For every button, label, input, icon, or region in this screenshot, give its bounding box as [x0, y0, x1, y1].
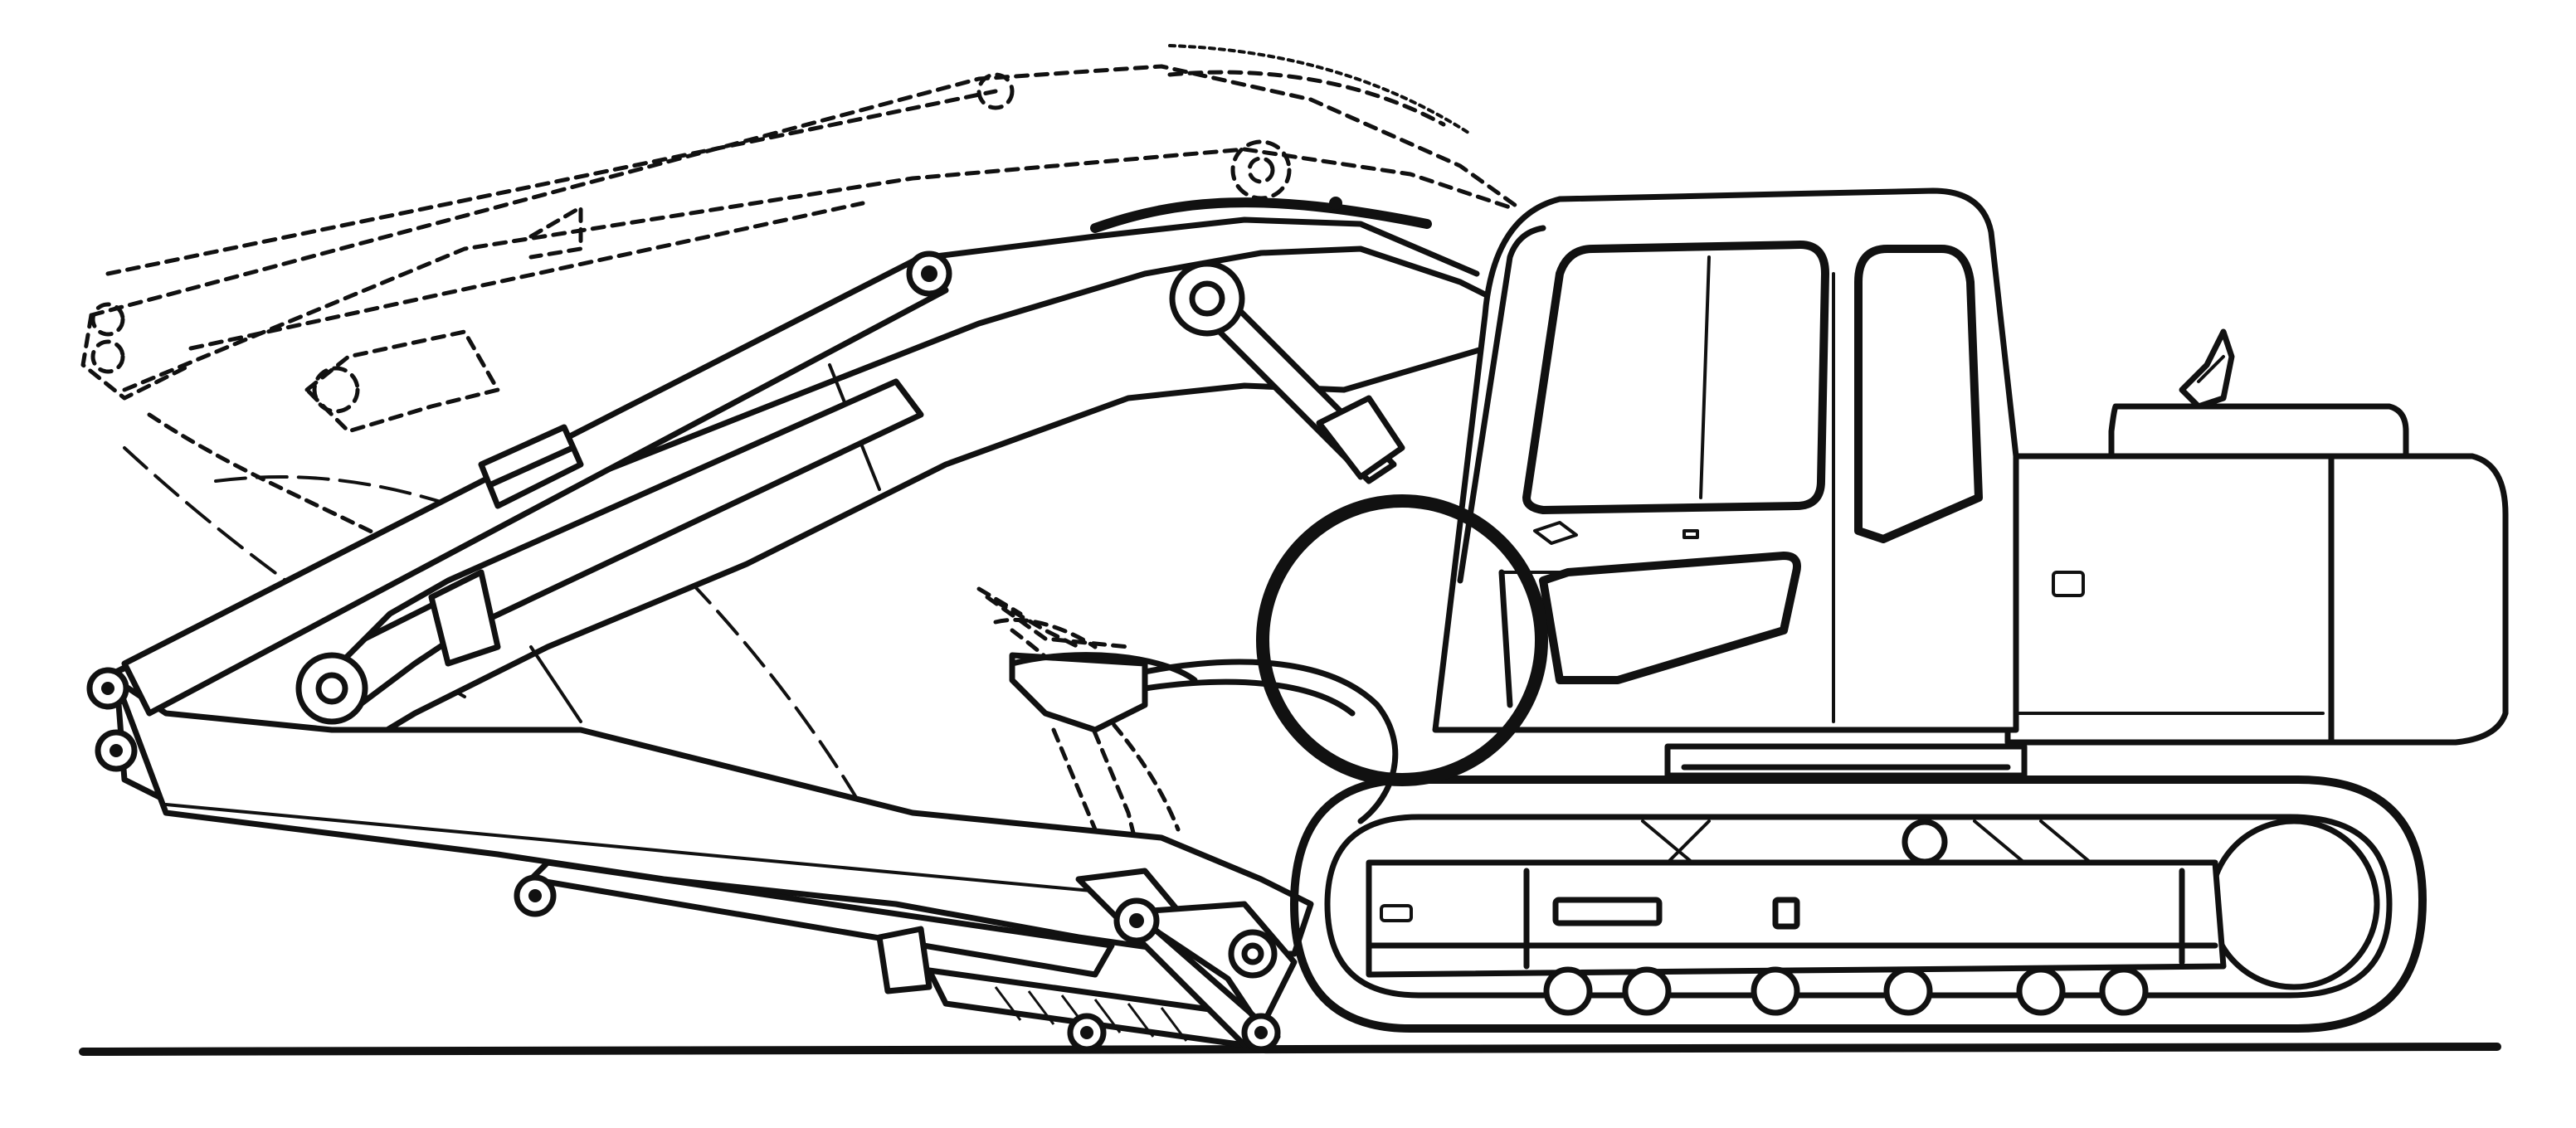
cab-lower-window [1539, 552, 1801, 684]
boom-top-arc [1090, 197, 1432, 233]
engine-housing [1956, 328, 2509, 746]
hose-line [1142, 659, 1399, 824]
callout-circle [1256, 494, 1548, 786]
track-frame-handle-icon [1552, 897, 1663, 926]
track-rollers [1543, 966, 2149, 1016]
housing-handle-icon [2052, 571, 2085, 597]
crawler-track [1290, 776, 2427, 1033]
pivot-pins [86, 250, 1281, 1053]
bucket-folded [985, 595, 1198, 733]
idler-wheel [2208, 818, 2380, 990]
ground-line [79, 1043, 2501, 1056]
boom-cylinder-upper [121, 254, 949, 717]
operator-cab [1432, 187, 2019, 733]
arm-cylinder [320, 378, 924, 717]
cab-side-window [1854, 245, 1983, 543]
cab-front-window [1522, 241, 1829, 514]
turntable [1664, 743, 2028, 779]
arm-stick [113, 677, 1314, 957]
